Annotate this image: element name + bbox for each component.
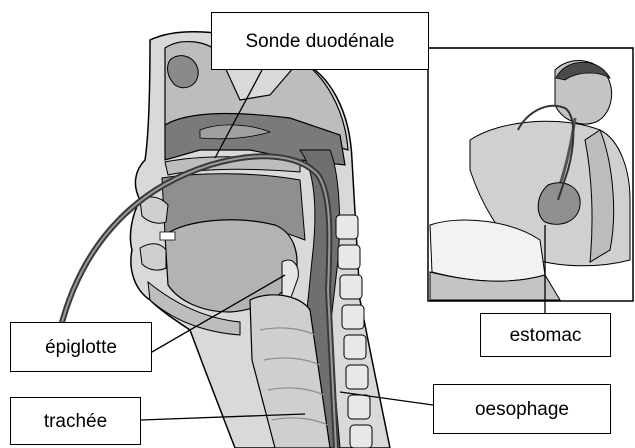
patient-inset [428, 48, 633, 301]
label-sonde-duodenale: Sonde duodénale [211, 12, 429, 70]
label-oesophage: oesophage [433, 384, 611, 434]
patient-stomach [538, 183, 580, 225]
teeth [160, 232, 175, 240]
label-estomac: estomac [480, 313, 611, 357]
label-epiglotte: épiglotte [10, 322, 152, 372]
lower-lip [140, 244, 166, 270]
head-section [60, 32, 390, 448]
label-trachee: trachée [10, 397, 141, 445]
